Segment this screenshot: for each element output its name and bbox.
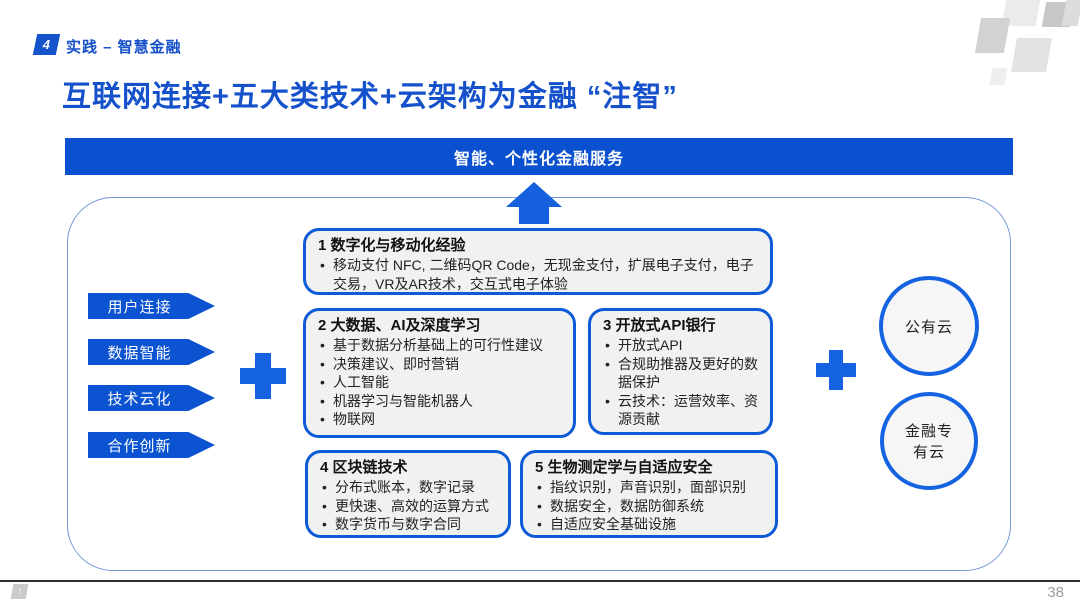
up-arrow-stem <box>519 205 549 224</box>
decor-square-icon <box>1061 0 1080 26</box>
bullet-item: 分布式账本，数字记录 <box>320 478 496 497</box>
bullet-item: 数字货币与数字合同 <box>320 515 496 534</box>
cloud-finance-private: 金融专有云 <box>880 392 978 490</box>
box-bullets: 分布式账本，数字记录 更快速、高效的运算方式 数字货币与数字合同 <box>320 478 496 534</box>
box-title: 3 开放式API银行 <box>603 316 758 336</box>
tech-box-biometrics-security: 5 生物测定学与自适应安全 指纹识别，声音识别，面部识别 数据安全，数据防御系统… <box>520 450 778 538</box>
company-logo-icon: ↑ <box>10 584 29 599</box>
box-title-text: 数字化与移动化经验 <box>330 237 466 254</box>
bullet-item: 开放式API <box>603 336 758 355</box>
box-title-text: 开放式API银行 <box>615 317 716 334</box>
bullet-item: 移动支付 NFC, 二维码QR Code，无现金支付，扩展电子支付，电子交易，V… <box>318 256 758 293</box>
bullet-item: 人工智能 <box>318 373 561 392</box>
bullet-item: 指纹识别，声音识别，面部识别 <box>535 478 763 497</box>
box-bullets: 指纹识别，声音识别，面部识别 数据安全，数据防御系统 自适应安全基础设施 <box>535 478 763 534</box>
bullet-item: 决策建议、即时营销 <box>318 355 561 374</box>
box-number: 1 <box>318 237 327 254</box>
bullet-item: 合规助推器及更好的数据保护 <box>603 355 758 392</box>
plus-bar <box>255 353 271 399</box>
tech-box-bigdata-ai: 2 大数据、AI及深度学习 基于数据分析基础上的可行性建议 决策建议、即时营销 … <box>303 308 576 438</box>
decor-square-icon <box>989 68 1008 85</box>
box-number: 4 <box>320 459 329 476</box>
box-title-text: 生物测定学与自适应安全 <box>547 459 713 476</box>
tag-data-intelligence: 数据智能 <box>88 339 215 365</box>
tag-user-connect: 用户连接 <box>88 293 215 319</box>
tech-box-open-api: 3 开放式API银行 开放式API 合规助推器及更好的数据保护 云技术：运营效率… <box>588 308 773 435</box>
box-title-text: 区块链技术 <box>332 459 408 476</box>
bullet-item: 更快速、高效的运算方式 <box>320 497 496 516</box>
tech-box-digital-mobile: 1 数字化与移动化经验 移动支付 NFC, 二维码QR Code，无现金支付，扩… <box>303 228 773 295</box>
section-number-badge: 4 <box>32 34 61 55</box>
box-title: 5 生物测定学与自适应安全 <box>535 458 763 478</box>
cloud-label: 金融专有云 <box>904 423 953 461</box>
bullet-item: 基于数据分析基础上的可行性建议 <box>318 336 561 355</box>
section-label: 实践 – 智慧金融 <box>66 39 182 56</box>
box-number: 5 <box>535 459 544 476</box>
tag-cooperative-innovation: 合作创新 <box>88 432 215 458</box>
page-number: 38 <box>1047 584 1064 601</box>
bullet-item: 数据安全，数据防御系统 <box>535 497 763 516</box>
box-bullets: 移动支付 NFC, 二维码QR Code，无现金支付，扩展电子支付，电子交易，V… <box>318 256 758 293</box>
footer-divider <box>0 580 1080 582</box>
banner-label: 智能、个性化金融服务 <box>453 150 624 168</box>
plus-icon <box>240 353 286 399</box>
box-title-text: 大数据、AI及深度学习 <box>330 317 481 334</box>
box-title: 4 区块链技术 <box>320 458 496 478</box>
bullet-item: 自适应安全基础设施 <box>535 515 763 534</box>
bullet-item: 机器学习与智能机器人 <box>318 392 561 411</box>
decor-square-icon <box>974 18 1011 53</box>
box-number: 2 <box>318 317 327 334</box>
plus-bar <box>829 350 843 390</box>
box-bullets: 基于数据分析基础上的可行性建议 决策建议、即时营销 人工智能 机器学习与智能机器… <box>318 336 561 429</box>
top-banner: 智能、个性化金融服务 <box>65 138 1013 175</box>
bullet-item: 物联网 <box>318 410 561 429</box>
page-title: 互联网连接+五大类技术+云架构为金融 “注智” <box>62 81 678 113</box>
plus-icon <box>816 350 856 390</box>
tech-box-blockchain: 4 区块链技术 分布式账本，数字记录 更快速、高效的运算方式 数字货币与数字合同 <box>305 450 511 538</box>
box-bullets: 开放式API 合规助推器及更好的数据保护 云技术：运营效率、资源贡献 <box>603 336 758 428</box>
bullet-item: 云技术：运营效率、资源贡献 <box>603 392 758 429</box>
box-number: 3 <box>603 317 612 334</box>
box-title: 2 大数据、AI及深度学习 <box>318 316 561 336</box>
decor-square-icon <box>1011 38 1052 72</box>
tag-tech-cloudify: 技术云化 <box>88 385 215 411</box>
cloud-public: 公有云 <box>879 276 979 376</box>
cloud-label: 公有云 <box>904 318 953 336</box>
up-arrow-head <box>506 182 562 207</box>
box-title: 1 数字化与移动化经验 <box>318 236 758 256</box>
